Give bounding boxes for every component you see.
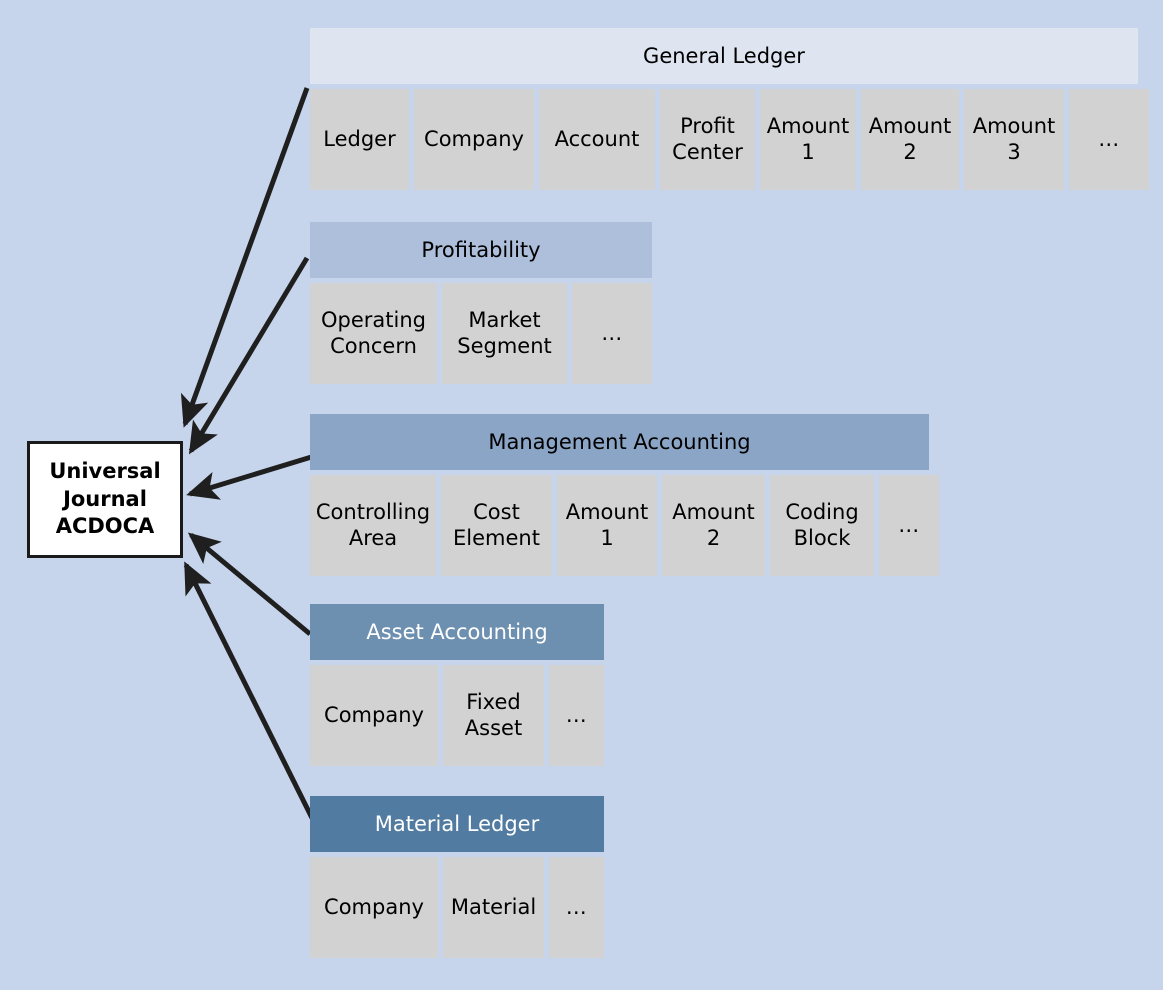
column-cell: Company [310,857,438,958]
column-cell: … [879,475,939,576]
arrow-profitability-to-hub [188,256,310,455]
column-cell: Company [414,89,534,190]
universal-journal-node: Universal Journal ACDOCA [27,441,183,558]
column-cell: Material [443,857,544,958]
column-cell: … [1069,89,1149,190]
hub-line-1: Universal [49,458,161,483]
module-header-management-accounting: Management Accounting [310,414,929,470]
arrow-asset-accounting-to-hub [187,532,312,636]
column-cell: … [549,857,604,958]
module-header-asset-accounting: Asset Accounting [310,604,604,660]
module-header-profitability: Profitability [310,222,652,278]
arrow-general-ledger-to-hub [180,87,310,428]
arrow-material-ledger-to-hub [183,561,315,820]
arrow-management-accounting-to-hub [186,452,319,500]
column-cell: … [549,665,604,766]
column-cell: Account [539,89,655,190]
column-cell: Ledger [310,89,409,190]
column-cell: Company [310,665,438,766]
module-header-general-ledger: General Ledger [310,28,1138,84]
hub-line-3: ACDOCA [55,514,155,539]
module-header-material-ledger: Material Ledger [310,796,604,852]
column-cell: … [572,283,652,384]
hub-line-2: Journal [63,486,147,511]
